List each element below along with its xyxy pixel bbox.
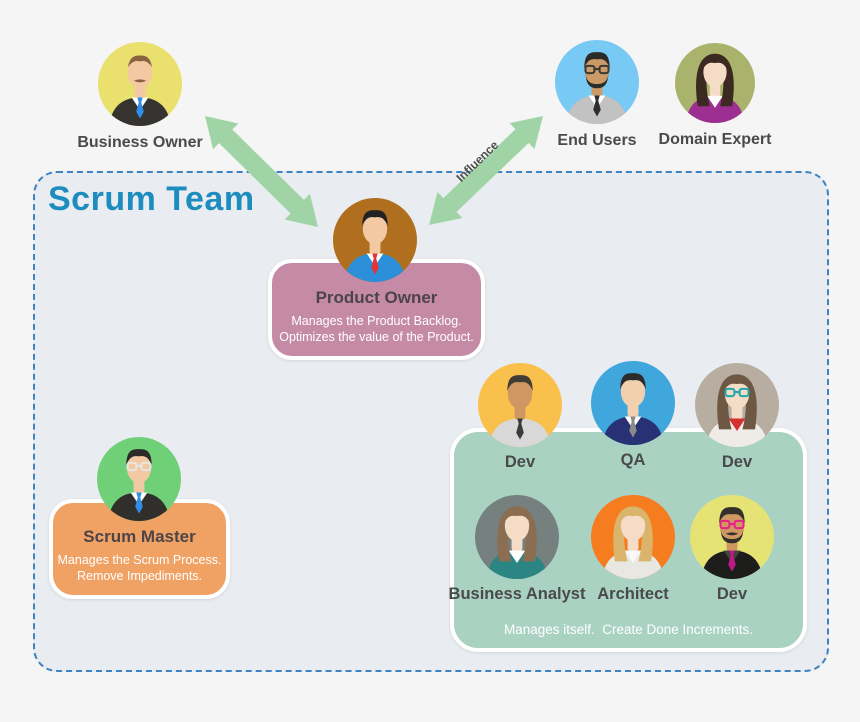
person-domain-expert: Domain Expert bbox=[659, 43, 771, 149]
product-owner-avatar bbox=[333, 198, 417, 282]
scrum-master-avatar bbox=[97, 437, 181, 521]
person-dev-1: Dev bbox=[478, 363, 562, 472]
person-end-users: End Users bbox=[555, 40, 639, 150]
dev-3-avatar bbox=[690, 495, 774, 579]
dev-2-label: Dev bbox=[721, 453, 753, 471]
person-qa: QA bbox=[591, 361, 675, 470]
business-analyst-avatar bbox=[475, 495, 559, 579]
scrum-team-title: Scrum Team bbox=[48, 180, 255, 218]
dev-1-label: Dev bbox=[504, 453, 536, 471]
end-users-label: End Users bbox=[557, 132, 637, 149]
product-owner-description-line1: Manages the Product Backlog. bbox=[291, 314, 462, 328]
person-dev-3: Dev bbox=[690, 495, 774, 604]
scrum-master-title: Scrum Master bbox=[83, 527, 196, 546]
dev-1-avatar bbox=[478, 363, 562, 447]
person-architect: Architect bbox=[591, 495, 675, 604]
person-business-analyst: Business Analyst bbox=[449, 495, 585, 604]
product-owner-description-line2: Optimizes the value of the Product. bbox=[279, 330, 474, 344]
architect-label: Architect bbox=[597, 585, 669, 603]
person-business-owner: Business Owner bbox=[77, 42, 203, 152]
developers-caption: Manages itself. Create Done Increments. bbox=[503, 622, 754, 637]
domain-expert-label: Domain Expert bbox=[658, 131, 772, 148]
scrum-master-description-line2: Remove Impediments. bbox=[76, 569, 203, 583]
qa-avatar bbox=[591, 361, 675, 445]
person-scrum-master bbox=[97, 437, 181, 521]
scrum-master-description-line1: Manages the Scrum Process. bbox=[57, 553, 222, 567]
business-owner-avatar bbox=[98, 42, 182, 126]
end-users-avatar bbox=[555, 40, 639, 124]
person-dev-2: Dev bbox=[695, 363, 779, 472]
product-owner-box: Product Owner Manages the Product Backlo… bbox=[268, 259, 485, 360]
domain-expert-avatar bbox=[675, 43, 755, 123]
qa-label: QA bbox=[620, 451, 646, 469]
dev-3-label: Dev bbox=[716, 585, 748, 603]
business-owner-label: Business Owner bbox=[77, 134, 203, 151]
dev-2-avatar bbox=[695, 363, 779, 447]
product-owner-title: Product Owner bbox=[315, 288, 438, 307]
scrum-master-box: Scrum Master Manages the Scrum Process. … bbox=[49, 499, 230, 599]
business-analyst-label: Business Analyst bbox=[448, 585, 586, 603]
architect-avatar bbox=[591, 495, 675, 579]
person-product-owner bbox=[333, 198, 417, 282]
